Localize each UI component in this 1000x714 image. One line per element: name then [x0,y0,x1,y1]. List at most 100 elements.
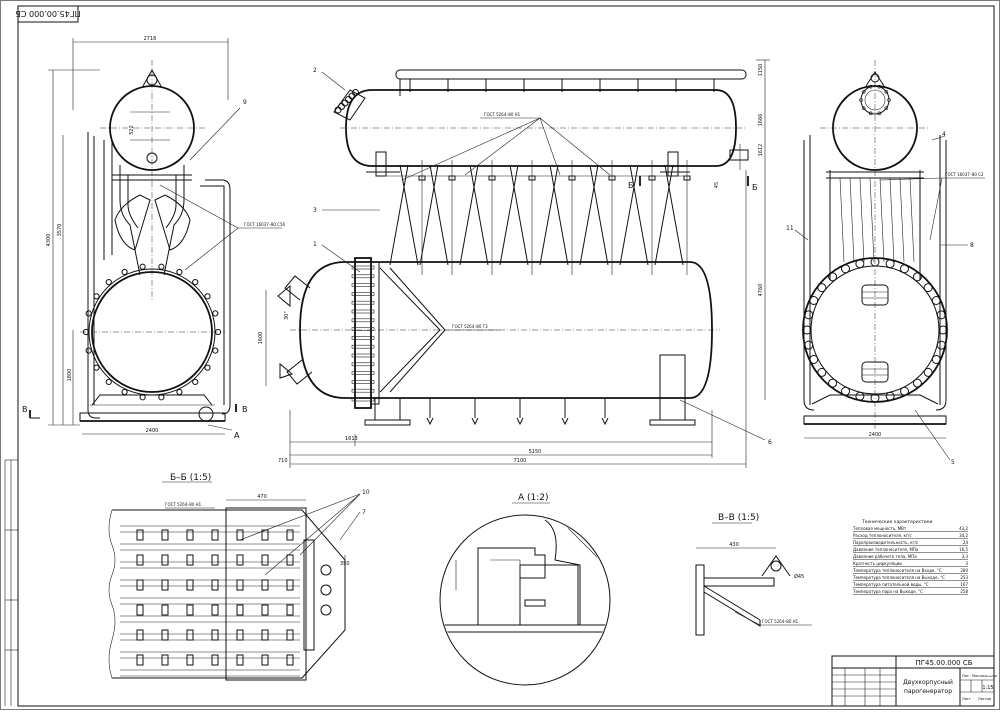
tube-clamp [161,529,169,541]
flange-bolt [214,328,222,336]
riser-tube [909,177,915,263]
dim-left-bottom: 2400 [146,428,159,434]
spec-value: 16,5 [959,547,968,552]
nozzle-bolt [887,98,891,102]
riser-tube [859,177,865,263]
flange-bolt [938,325,948,335]
nozzle-bolt [868,84,873,89]
title-block: ПГ45.00.000 СБ Двухкорпусный парогенерат… [831,655,997,707]
flange-bolt [351,388,375,393]
spec-value: 167 [960,582,968,587]
section-mark-v-right: В [242,405,248,414]
spec-label: Температура питательной воды, °С [852,582,929,587]
flange-bolt [351,309,375,314]
dim-left-h2: 3570 [57,224,63,237]
detail-a-title: А (1:2) [518,493,549,503]
tube-clamp [261,554,269,566]
nozzle-bolt [868,111,873,116]
weld-note-2: ГОСТ 16037–80 С56 [244,222,286,227]
inlet-coil [352,89,359,96]
tube-clamp [186,629,194,641]
spec-label: Температура теплоносителя на Входе, °С [852,568,942,573]
tube-clamp [236,604,244,616]
riser-tube [849,177,855,263]
tube-clamp [211,629,219,641]
flange-bolt [855,259,865,269]
flange-bolt [212,310,219,317]
tube-clamp [161,604,169,616]
tube-clamp [211,654,219,666]
dim-left-h3: 1800 [67,369,73,382]
tube-clamp [286,654,294,666]
riser-tube [664,164,684,266]
flange-bolt [158,394,165,401]
tube-clamp [286,629,294,641]
section-mark-b-right: Б [752,183,758,192]
tube-clamp [236,654,244,666]
flange-bolt [105,279,112,286]
flange-bolt [804,310,814,320]
riser-tube [879,177,885,263]
downcomer-tube [539,164,559,266]
tube-clamp [286,529,294,541]
dim-main-total: 7100 [514,458,527,464]
inlet-coil [338,103,345,110]
spec-label: Температура теплоносителя на Выходе, °С [852,575,945,580]
left-view: 2716 4300 3570 1800 522 [22,36,286,440]
tube-clamp [161,654,169,666]
tube-clamp [211,579,219,591]
tube-clamp [136,529,144,541]
riser-tube [629,164,649,266]
tube-clamp [211,604,219,616]
tube-clamp [236,529,244,541]
tube-clamp [136,654,144,666]
riser-tube [869,177,875,263]
spec-value: 258 [960,589,968,594]
downcomer-tube [389,164,409,266]
dim-vv-width: 430 [729,542,739,548]
flange-bolt [139,394,146,401]
downcomer-tube [459,164,479,266]
tube-clamp [261,529,269,541]
tube-clamp [211,529,219,541]
callout-7: 7 [362,509,366,516]
flange-bolt [870,393,880,403]
downcomer-tube [499,164,519,266]
drain-tip [426,417,434,426]
dim-main-small-h: 45 [714,182,720,188]
riser-tube [429,164,449,266]
spec-label: Тепловая мощность, МВт [852,526,907,531]
flange-bolt [351,318,375,323]
flange-bolt [923,283,933,293]
tube-clamp [161,629,169,641]
tube-clamp [136,604,144,616]
spec-label: Расход теплоносителя, кг/с [853,533,912,538]
spec-label: Паропроизводительность, кг/с [853,540,918,545]
spec-value: 3 [965,561,968,566]
title-block-sheets: Листов [978,697,991,701]
right-view: 2400 4 ГОСТ 16037–80 С2 8 11 5 [786,60,985,466]
dim-main-left-part: 1613 [345,436,358,442]
flange-bolt [121,388,128,396]
title-block-lit: Лит. [962,674,970,678]
flange-bolt [139,263,146,270]
downcomer-tube [419,164,439,266]
flange-bolt [817,367,827,377]
weld-note-5: ГОСТ 5264–80 Н1 [165,502,202,507]
dim-top-width: 2716 [144,36,157,42]
inlet-coil [341,99,349,107]
tube-clamp [136,629,144,641]
flange-bolt [912,272,922,282]
flange-bolt [900,264,910,274]
spec-value: 34,2 [959,533,968,538]
tube-clamp [186,579,194,591]
dim-main-left-offset: 710 [278,458,288,464]
flange-bolt [351,336,375,340]
drain-tip [516,417,524,426]
title-block-name-1: Двухкорпусный [903,679,953,686]
callout-6: 6 [768,439,772,446]
tube-clamp [286,579,294,591]
flange-bolt [93,364,100,371]
downcomer-tube [654,164,674,266]
tube-clamp [236,629,244,641]
